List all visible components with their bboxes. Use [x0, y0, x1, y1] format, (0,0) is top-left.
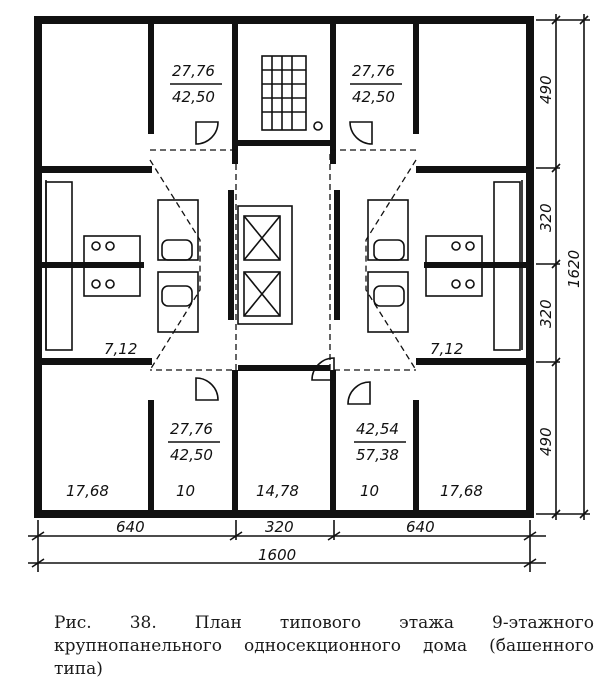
interior-walls — [34, 24, 534, 510]
dimension-right: 490 320 320 490 1620 — [536, 14, 590, 520]
apt-bottom-right-total: 57,38 — [356, 446, 399, 464]
floor-plan: 27,76 42,50 27,76 42,50 27,76 42,50 42,5… — [28, 14, 590, 572]
room-mid-right-bottom: 10 — [360, 482, 379, 500]
caption-text: План типового этажа 9-этажного крупнопан… — [54, 613, 595, 679]
apt-bottom-right-living: 42,54 — [356, 420, 399, 438]
apt-top-right-living: 27,76 — [352, 62, 395, 80]
dim-bottom-left: 640 — [116, 518, 145, 536]
dim-bottom-center: 320 — [265, 518, 294, 536]
room-right-bottom: 17,68 — [440, 482, 483, 500]
kitchen-bath-right — [367, 199, 483, 333]
dim-bottom-right: 640 — [406, 518, 435, 536]
staircase — [261, 55, 323, 131]
dimension-bottom: 640 320 640 1600 — [28, 518, 546, 572]
figure-caption: Рис. 38. План типового этажа 9-этажного … — [54, 612, 594, 681]
doors — [195, 121, 373, 405]
room-right-mid: 7,12 — [430, 340, 463, 358]
dim-bottom-total: 1600 — [258, 546, 296, 564]
apt-bottom-left-living: 27,76 — [170, 420, 213, 438]
elevator-shafts — [237, 205, 293, 325]
windows — [37, 180, 531, 351]
apt-top-left-living: 27,76 — [172, 62, 215, 80]
apartment-area-labels: 27,76 42,50 27,76 42,50 27,76 42,50 42,5… — [168, 62, 406, 464]
kitchen-bath-left — [83, 199, 199, 333]
room-mid-left-bottom: 10 — [176, 482, 195, 500]
apt-bottom-left-total: 42,50 — [170, 446, 213, 464]
room-left-bottom: 17,68 — [66, 482, 109, 500]
dim-right-total: 1620 — [565, 250, 583, 288]
dim-right-upper-mid: 320 — [537, 203, 555, 232]
room-center-bottom: 14,78 — [256, 482, 299, 500]
dim-right-top: 490 — [537, 75, 555, 104]
room-area-labels: 17,68 10 14,78 10 17,68 7,12 7,12 — [66, 340, 483, 500]
caption-label: Рис. 38. — [54, 613, 157, 633]
apt-top-right-total: 42,50 — [352, 88, 395, 106]
dim-right-bottom: 490 — [537, 427, 555, 456]
apt-top-left-total: 42,50 — [172, 88, 215, 106]
corridor-outlines — [149, 149, 417, 371]
dim-right-lower-mid: 320 — [537, 299, 555, 328]
room-left-mid: 7,12 — [104, 340, 137, 358]
